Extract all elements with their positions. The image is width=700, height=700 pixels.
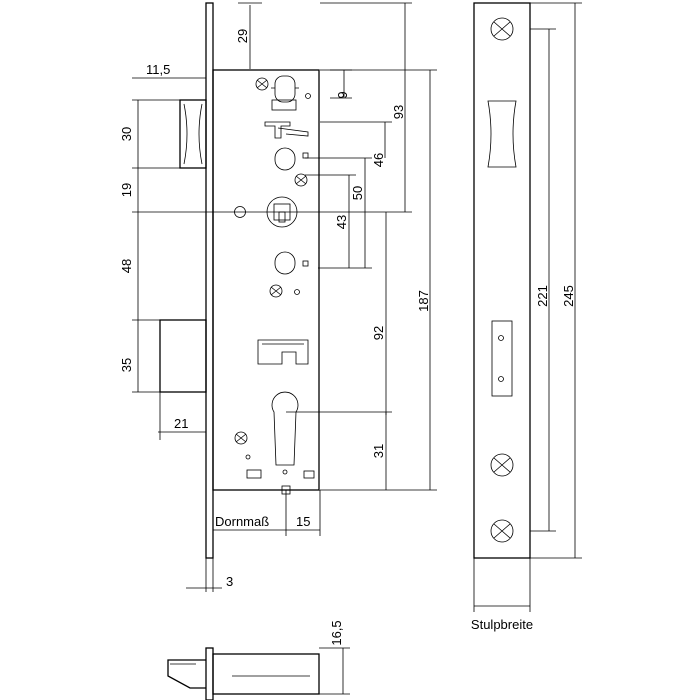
dimension-labels: 29 11,5 9 93 30 46 19 50 43 48 187 92 35… bbox=[119, 29, 576, 646]
dim-9: 9 bbox=[335, 91, 350, 98]
screw-cylinder-left bbox=[234, 431, 248, 445]
screw-lower bbox=[269, 284, 283, 298]
dim-93: 93 bbox=[391, 105, 406, 119]
lock-case-features bbox=[234, 75, 315, 495]
faceplate-screw-top bbox=[490, 17, 514, 41]
dim-21: 21 bbox=[174, 416, 188, 431]
dim-11-5: 11,5 bbox=[146, 62, 170, 77]
top-view-faceplate bbox=[205, 647, 214, 700]
top-view-latch bbox=[167, 659, 206, 689]
deadbolt-opening bbox=[491, 320, 513, 397]
top-view-case bbox=[212, 653, 320, 695]
dim-221: 221 bbox=[535, 285, 550, 307]
faceplate-screw-middle bbox=[490, 453, 514, 477]
lock-faceplate bbox=[205, 2, 214, 559]
dead-bolt bbox=[159, 319, 207, 393]
dornmass-label: Dornmaß bbox=[215, 514, 269, 529]
dim-19: 19 bbox=[119, 183, 134, 197]
screw-top bbox=[255, 77, 269, 91]
dim-3: 3 bbox=[226, 574, 233, 589]
dim-245: 245 bbox=[561, 285, 576, 307]
dim-43: 43 bbox=[334, 215, 349, 229]
dim-15: 15 bbox=[296, 514, 310, 529]
lock-body-front-view bbox=[159, 2, 320, 559]
cylinder-hole bbox=[271, 391, 299, 466]
screw-middle bbox=[294, 173, 308, 187]
dim-46: 46 bbox=[371, 153, 386, 167]
dim-187: 187 bbox=[416, 290, 431, 312]
lock-case bbox=[212, 69, 320, 491]
latch-bolt bbox=[179, 99, 207, 169]
dimension-lines bbox=[132, 2, 437, 592]
dim-92: 92 bbox=[371, 326, 386, 340]
dim-48: 48 bbox=[119, 259, 134, 273]
lock-top-view bbox=[167, 647, 350, 700]
faceplate-outline bbox=[473, 2, 531, 559]
latch-opening bbox=[487, 100, 517, 168]
dim-31: 31 bbox=[371, 444, 386, 458]
faceplate-screw-bottom bbox=[490, 519, 514, 543]
dim-50: 50 bbox=[350, 186, 365, 200]
stulpbreite-label: Stulpbreite bbox=[471, 617, 533, 632]
dim-30: 30 bbox=[119, 127, 134, 141]
dim-16-5: 16,5 bbox=[329, 620, 344, 645]
faceplate-side-view bbox=[473, 2, 582, 612]
dim-35: 35 bbox=[119, 358, 134, 372]
dim-29: 29 bbox=[235, 29, 250, 43]
